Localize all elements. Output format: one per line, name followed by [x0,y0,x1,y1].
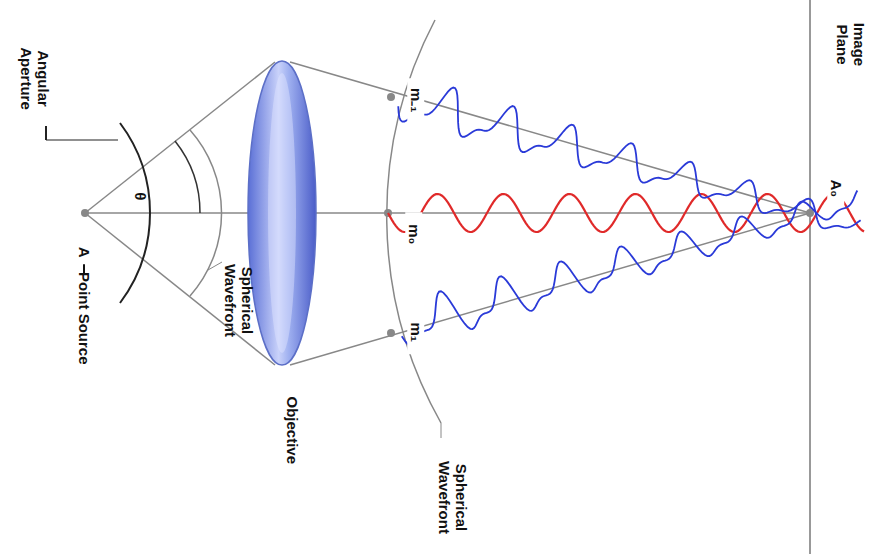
plane-label: Image Plane [834,14,867,74]
point-label: A [76,240,93,264]
point-label: m₁ [408,310,425,354]
point-label: m₋₁ [408,78,425,122]
wavefront-label: Spherical Wavefront [436,457,469,537]
leader-line [441,423,442,438]
lens-highlight [268,73,296,353]
ray [85,213,275,365]
ray [290,62,810,213]
central-wave [388,194,864,232]
lens-label: Objective [284,385,301,475]
leader-line [46,139,118,140]
image-point-label: A₀ [828,169,845,207]
wavefront-arc [387,20,441,423]
point-source-dot [81,209,89,217]
wavefront-label: Spherical Wavefront [222,260,255,340]
objective-lens [248,61,316,365]
image-plane-line [809,0,811,554]
marginal-wave [398,88,860,229]
angle-symbol: θ [132,186,149,206]
wavefront-point [387,329,395,337]
optical-axis [85,212,810,214]
leader-line [208,262,222,270]
wavefront-point [387,93,395,101]
wavefront-arc [190,130,222,296]
marginal-wave [402,190,858,347]
aperture-label: Angular Aperture [18,33,51,123]
aperture-arc [175,141,200,213]
aperture-bracket [120,123,150,303]
point-label: m₀ [406,212,423,256]
leader-line [45,126,47,140]
point-source-label: Point Source [76,263,93,373]
ray [85,62,275,213]
